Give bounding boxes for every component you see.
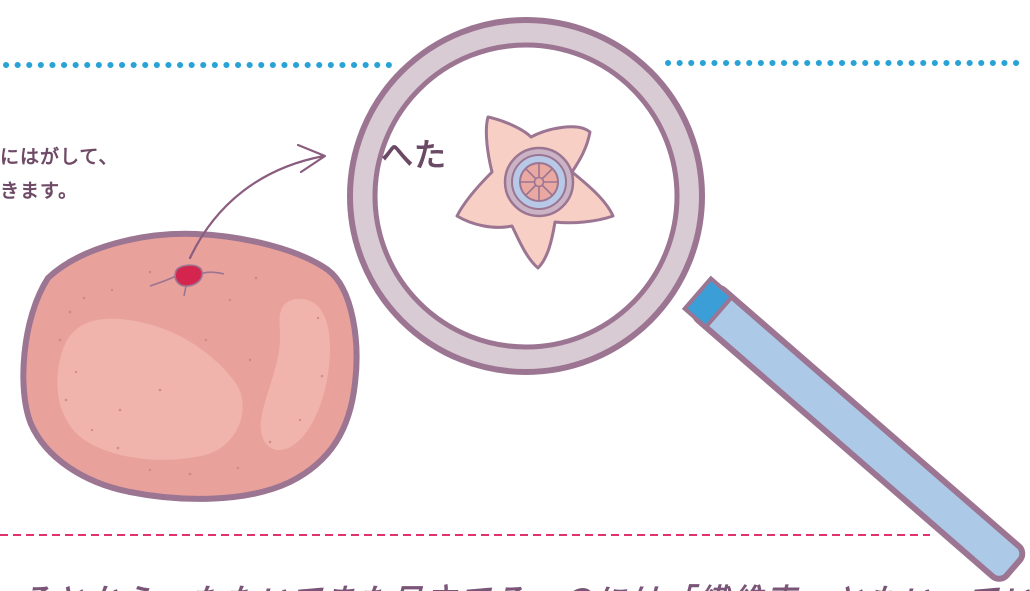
stem-icon bbox=[174, 264, 204, 287]
magnifying-glass-icon bbox=[347, 17, 1026, 582]
caption-line-2: きます。 bbox=[0, 180, 79, 202]
dotted-divider-top bbox=[3, 60, 1029, 68]
bottom-text: そとから、たたいてまた目立てる。のには「繊維束」ともいっている bbox=[20, 575, 1030, 591]
heta-label: へた bbox=[381, 136, 448, 174]
calyx-star-icon bbox=[455, 115, 615, 270]
caption-line-1: にはがして、 bbox=[0, 146, 119, 168]
arrow-icon bbox=[188, 143, 327, 260]
mandarin-fruit-icon bbox=[20, 230, 360, 502]
